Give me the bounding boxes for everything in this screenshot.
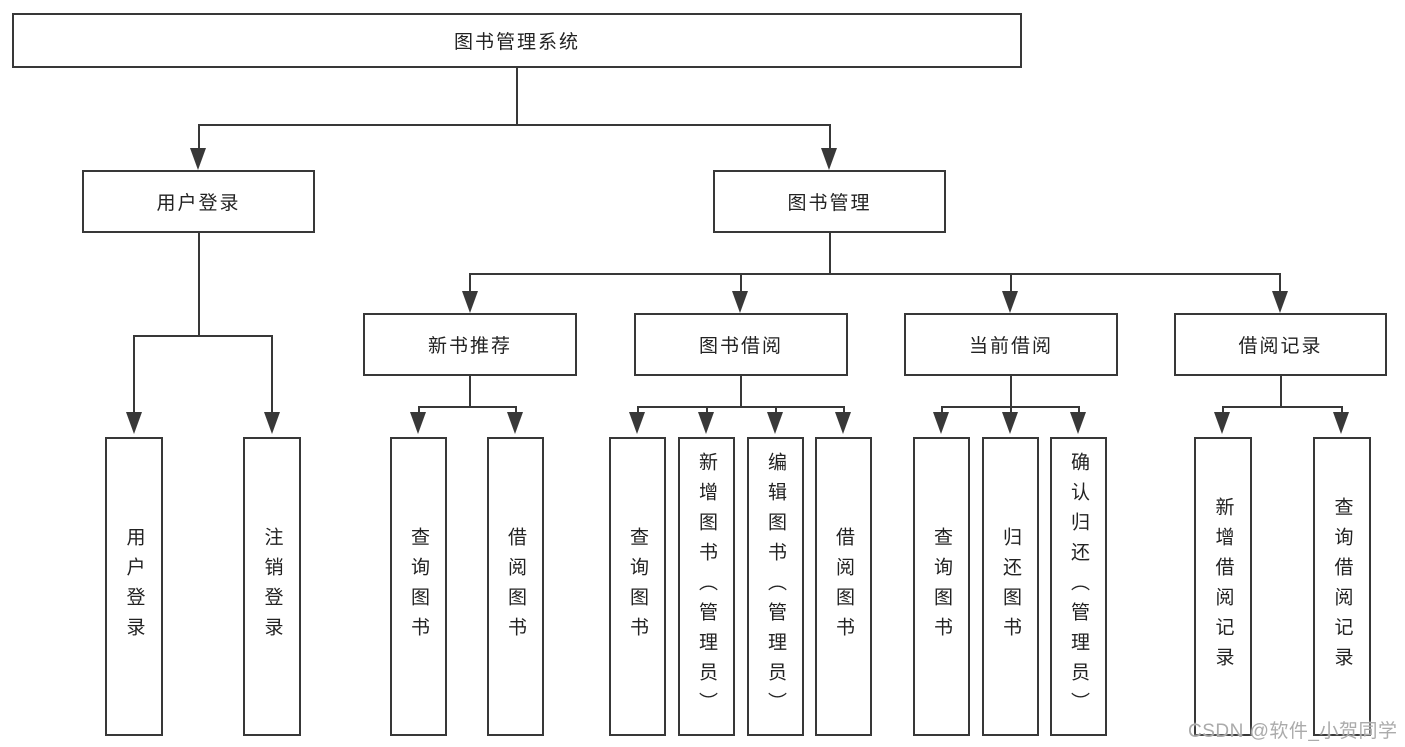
connector-line — [1341, 406, 1343, 412]
leaf-user-login: 用户登录 — [105, 437, 163, 736]
connector-line — [1222, 406, 1342, 408]
leaf-borrow-borrow-books: 借阅图书 — [815, 437, 872, 736]
arrowhead-down-icon — [507, 412, 523, 434]
leaf-borrow-add-books-admin: 新增图书（管理员） — [678, 437, 735, 736]
arrowhead-down-icon — [933, 412, 949, 434]
connector-line — [1279, 273, 1281, 291]
connector-line — [1078, 406, 1080, 412]
arrowhead-down-icon — [1333, 412, 1349, 434]
node-user-login-label: 用户登录 — [156, 193, 241, 214]
leaf-recommend-query-books-label: 查询图书 — [408, 526, 429, 647]
connector-line — [469, 376, 471, 406]
arrowhead-down-icon — [821, 148, 837, 170]
connector-line — [740, 273, 742, 291]
leaf-current-confirm-return-admin-label: 确认归还（管理员） — [1068, 451, 1089, 722]
arrowhead-down-icon — [698, 412, 714, 434]
connector-line — [1280, 376, 1282, 406]
node-root: 图书管理系统 — [12, 13, 1022, 68]
arrowhead-down-icon — [1070, 412, 1086, 434]
leaf-borrow-edit-books-admin-label: 编辑图书（管理员） — [765, 451, 786, 722]
arrowhead-down-icon — [1002, 412, 1018, 434]
connector-line — [418, 406, 420, 412]
leaf-current-confirm-return-admin: 确认归还（管理员） — [1050, 437, 1107, 736]
connector-line — [418, 406, 517, 408]
connector-line — [469, 273, 1281, 275]
node-new-book-recommend-label: 新书推荐 — [427, 336, 512, 357]
node-new-book-recommend: 新书推荐 — [363, 313, 577, 376]
connector-line — [829, 124, 831, 150]
arrowhead-down-icon — [835, 412, 851, 434]
leaf-current-return-books: 归还图书 — [982, 437, 1039, 736]
connector-line — [843, 406, 845, 412]
node-book-borrowing-label: 图书借阅 — [698, 336, 783, 357]
arrowhead-down-icon — [1214, 412, 1230, 434]
connector-line — [516, 68, 518, 124]
node-book-management: 图书管理 — [713, 170, 946, 233]
connector-line — [1010, 273, 1012, 291]
connector-line — [775, 406, 777, 412]
csdn-watermark: CSDN @软件_小贺同学 — [1188, 721, 1398, 742]
connector-line — [198, 124, 831, 126]
leaf-current-query-books: 查询图书 — [913, 437, 970, 736]
connector-line — [133, 335, 135, 412]
connector-line — [740, 376, 742, 406]
arrowhead-down-icon — [264, 412, 280, 434]
node-current-borrowing-label: 当前借阅 — [968, 336, 1053, 357]
leaf-borrow-query-books-label: 查询图书 — [627, 526, 648, 647]
arrowhead-down-icon — [126, 412, 142, 434]
arrowhead-down-icon — [767, 412, 783, 434]
arrowhead-down-icon — [190, 148, 206, 170]
leaf-borrow-query-books: 查询图书 — [609, 437, 666, 736]
leaf-records-query-record-label: 查询借阅记录 — [1331, 496, 1353, 677]
connector-line — [198, 233, 200, 335]
arrowhead-down-icon — [1272, 291, 1288, 313]
connector-line — [637, 406, 844, 408]
leaf-current-query-books-label: 查询图书 — [931, 526, 952, 647]
leaf-records-query-record: 查询借阅记录 — [1313, 437, 1371, 736]
leaf-borrow-borrow-books-label: 借阅图书 — [833, 526, 854, 647]
node-user-login: 用户登录 — [82, 170, 315, 233]
node-book-borrowing: 图书借阅 — [634, 313, 848, 376]
arrowhead-down-icon — [629, 412, 645, 434]
node-current-borrowing: 当前借阅 — [904, 313, 1118, 376]
connector-line — [1010, 376, 1012, 406]
node-book-management-label: 图书管理 — [787, 193, 872, 214]
connector-line — [515, 406, 517, 412]
connector-line — [133, 335, 273, 337]
leaf-borrow-add-books-admin-label: 新增图书（管理员） — [696, 451, 717, 722]
connector-line — [1010, 406, 1012, 412]
connector-line — [706, 406, 708, 412]
leaf-user-login-label: 用户登录 — [123, 526, 145, 647]
node-root-label: 图书管理系统 — [453, 32, 580, 53]
leaf-recommend-borrow-books: 借阅图书 — [487, 437, 544, 736]
connector-line — [941, 406, 943, 412]
connector-line — [198, 124, 200, 150]
connector-line — [637, 406, 639, 412]
leaf-records-add-record-label: 新增借阅记录 — [1212, 496, 1234, 677]
leaf-recommend-query-books: 查询图书 — [390, 437, 447, 736]
leaf-records-add-record: 新增借阅记录 — [1194, 437, 1252, 736]
connector-line — [271, 335, 273, 412]
connector-line — [469, 273, 471, 291]
leaf-logout-label: 注销登录 — [261, 526, 283, 647]
node-borrowing-records: 借阅记录 — [1174, 313, 1387, 376]
connector-line — [829, 233, 831, 273]
arrowhead-down-icon — [410, 412, 426, 434]
arrowhead-down-icon — [732, 291, 748, 313]
leaf-logout: 注销登录 — [243, 437, 301, 736]
node-borrowing-records-label: 借阅记录 — [1238, 336, 1323, 357]
leaf-borrow-edit-books-admin: 编辑图书（管理员） — [747, 437, 804, 736]
leaf-recommend-borrow-books-label: 借阅图书 — [505, 526, 526, 647]
arrowhead-down-icon — [462, 291, 478, 313]
leaf-current-return-books-label: 归还图书 — [1000, 526, 1021, 647]
connector-line — [1222, 406, 1224, 412]
arrowhead-down-icon — [1002, 291, 1018, 313]
